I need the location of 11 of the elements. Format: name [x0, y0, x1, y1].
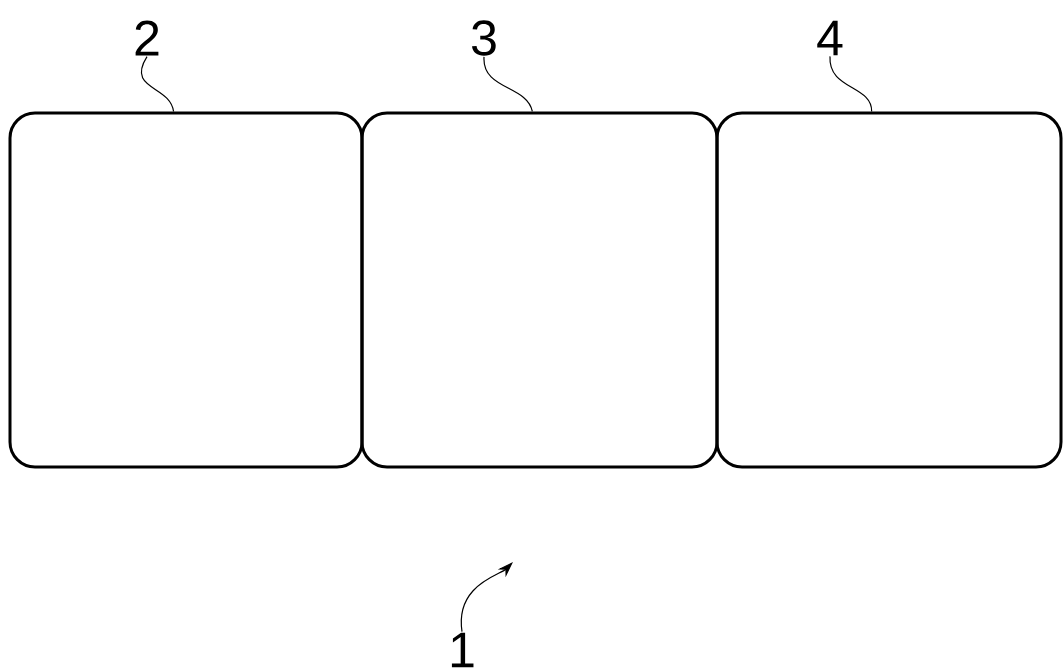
callout-number: 4: [817, 20, 843, 56]
leader-line: [829, 55, 873, 113]
rounded-box: [8, 111, 364, 469]
leader-line: [483, 56, 533, 113]
rounded-box: [360, 111, 719, 469]
callout-number: 1: [451, 632, 474, 668]
callout-number: 2: [135, 20, 159, 56]
rounded-box: [715, 111, 1063, 469]
leader-line: [140, 56, 175, 113]
callout-number: 3: [472, 20, 496, 56]
arrow: [460, 562, 513, 633]
